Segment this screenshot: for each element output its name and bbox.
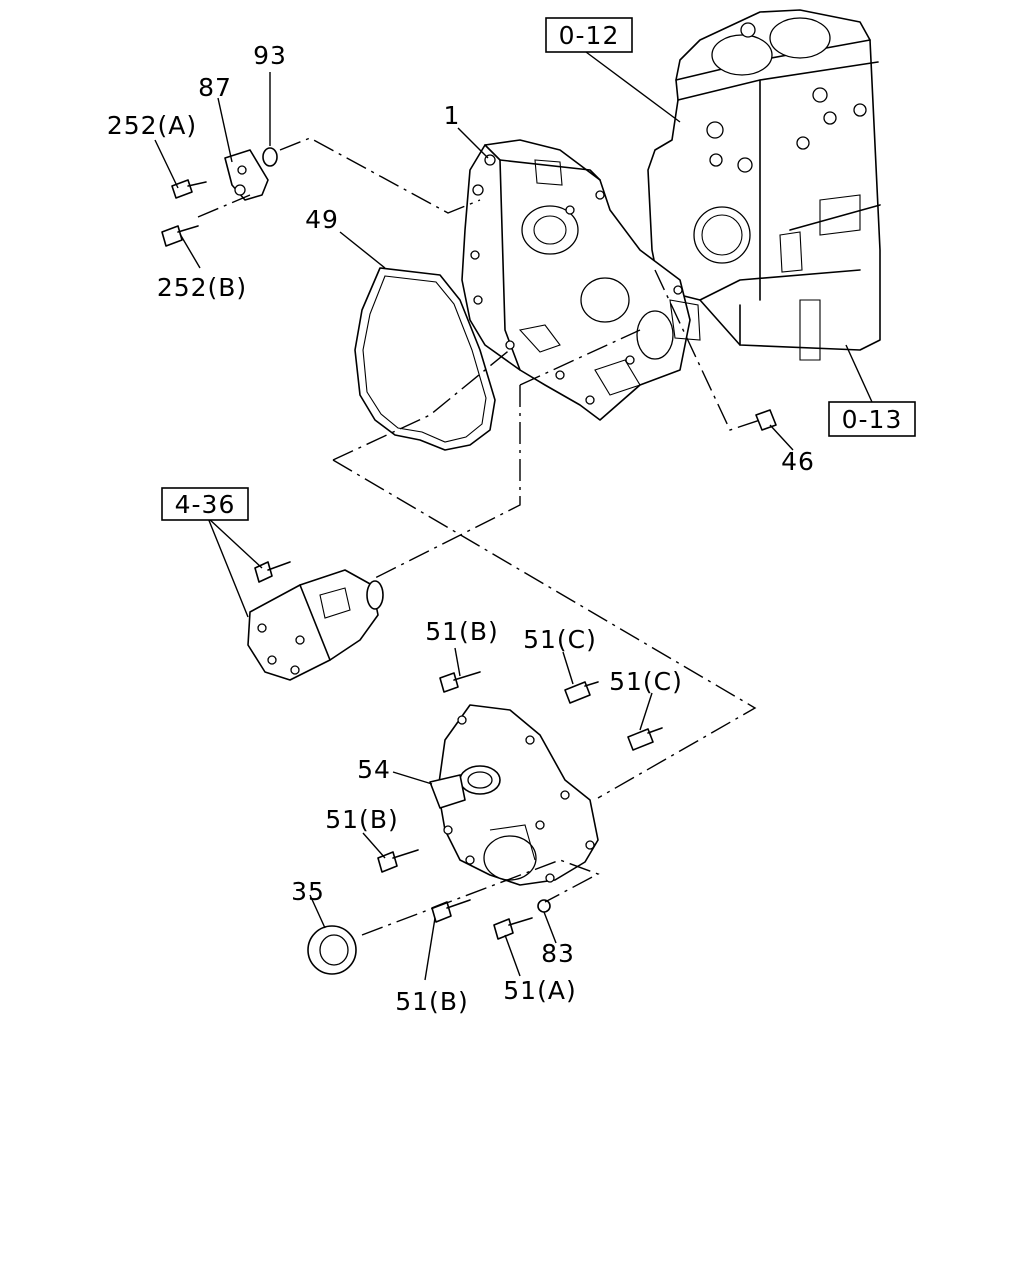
- gear-case: [461, 139, 701, 421]
- ref-box-0-13: 0-13: [828, 401, 916, 437]
- callout-49: 49: [305, 205, 339, 234]
- oil-seal: [307, 925, 357, 975]
- callout-46: 46: [781, 447, 815, 476]
- callout-51b-mid: 51(B): [325, 805, 398, 834]
- callout-93: 93: [253, 41, 287, 70]
- bracket-assembly: [161, 147, 278, 247]
- ref-0-12-label: 0-12: [559, 21, 620, 50]
- stud: [755, 409, 777, 431]
- ref-box-0-12: 0-12: [545, 17, 633, 53]
- callout-54: 54: [357, 755, 391, 784]
- ref-4-36-label: 4-36: [175, 490, 236, 519]
- callout-51c-1: 51(C): [523, 625, 597, 654]
- callout-252b: 252(B): [157, 273, 247, 302]
- callout-83: 83: [541, 939, 575, 968]
- front-cover: [429, 704, 599, 886]
- ref-0-13-label: 0-13: [842, 405, 903, 434]
- ref-box-4-36: 4-36: [161, 487, 249, 521]
- fasteners: [377, 671, 663, 940]
- alignment-lines: [197, 137, 761, 936]
- engine-block: [647, 9, 881, 361]
- callout-1: 1: [444, 101, 461, 130]
- pump-assembly: [247, 561, 384, 681]
- callout-87: 87: [198, 73, 232, 102]
- callout-51b-top: 51(B): [425, 617, 498, 646]
- callout-51b-bot: 51(B): [395, 987, 468, 1016]
- callout-35: 35: [291, 877, 325, 906]
- callout-252a: 252(A): [107, 111, 197, 140]
- leader-lines: [154, 51, 873, 981]
- callout-51c-2: 51(C): [609, 667, 683, 696]
- callout-51a: 51(A): [503, 976, 576, 1005]
- gasket: [354, 267, 496, 451]
